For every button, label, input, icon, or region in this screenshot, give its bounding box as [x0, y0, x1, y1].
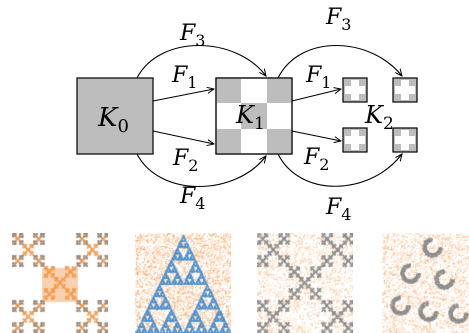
arrow-f4-k0-k1: [136, 153, 266, 188]
carpet-fractal-icon: [12, 233, 108, 333]
k0-label: K0: [97, 103, 129, 137]
label-f2-b: F2: [303, 145, 329, 174]
k2-square-tl: [342, 77, 368, 103]
k2-squares: [342, 77, 418, 153]
k1-label: K1: [235, 101, 265, 134]
k2-square-br: [392, 127, 418, 153]
arrow-f2-k1-k2: [291, 130, 341, 141]
label-f1-b: F1: [305, 63, 331, 92]
dragon-fractal-icon: [382, 233, 469, 333]
k2-square-tr: [392, 77, 418, 103]
label-f3-a: F3: [179, 21, 205, 50]
k1-square: [215, 77, 293, 155]
label-f1-a: F1: [171, 63, 197, 92]
cross-fractal-icon: [257, 233, 353, 333]
label-f3-b: F3: [325, 5, 351, 34]
label-f2-a: F2: [172, 146, 198, 175]
arrow-f3-k0-k1: [136, 44, 266, 79]
arrow-f2-k0-k1: [152, 130, 214, 144]
arrow-f4-k1-k2: [277, 154, 402, 187]
arrow-f3-k1-k2: [277, 44, 402, 79]
k2-square-bl: [342, 127, 368, 153]
arrow-f1-k0-k1: [152, 89, 214, 102]
sierpinski-triangle-icon: [135, 233, 231, 333]
label-f4-b: F4: [325, 195, 351, 224]
k0-square: [76, 77, 154, 155]
arrow-f1-k1-k2: [291, 89, 341, 102]
label-f4-a: F4: [179, 184, 205, 213]
k2-label: K2: [364, 101, 394, 134]
